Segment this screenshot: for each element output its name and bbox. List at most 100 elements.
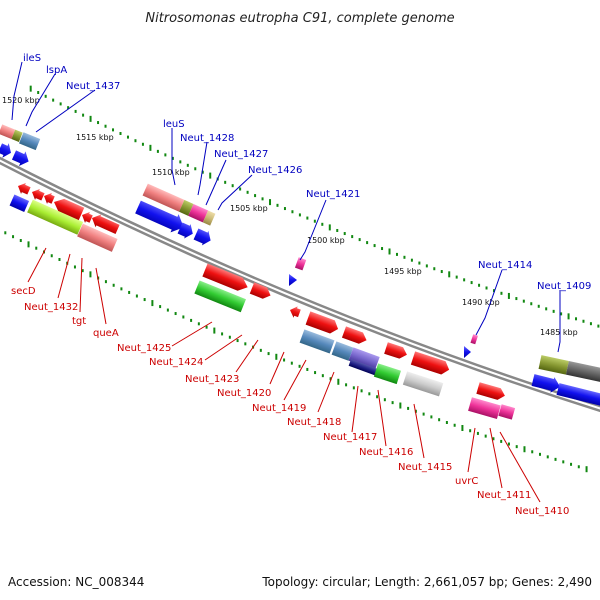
scale-tick [523,446,526,453]
scale-dot [112,283,115,287]
scale-label: 1515 kbp [76,133,114,142]
gene-label: Neut_1416 [359,447,413,458]
genome-summary-text: Topology: circular; Length: 2,661,057 bp… [261,575,592,589]
gene-feature [193,228,211,246]
scale-dot [478,283,481,287]
gene-feature [341,326,367,344]
scale-tick [461,425,464,432]
scale-dot [44,94,47,98]
scale-track-inner [4,231,588,473]
gene-label: Neut_1428 [180,133,234,144]
scale-dot [313,219,316,223]
scale-dot [314,371,317,375]
scale-dot [554,457,557,461]
scale-dot [228,335,231,339]
scale-dot [484,434,487,438]
gene-label: Neut_1414 [478,260,532,271]
gene-feature [384,342,407,359]
scale-dot [141,142,144,146]
scale-dot [58,258,61,262]
scale-tick [89,115,92,122]
scale-dot [366,241,369,245]
scale-dot [552,309,555,313]
scale-dot [575,317,578,321]
scale-tick [388,248,391,255]
gene-label: tgt [72,316,86,327]
scale-dot [97,121,100,125]
genome-backbone [0,156,600,413]
gene-feature [82,211,93,223]
gene-feature [179,199,194,216]
scale-dot [283,358,286,362]
gene-label: leuS [163,119,185,130]
gene-feature [202,263,248,291]
scale-tick [27,241,30,248]
gene-feature [348,359,378,376]
scale-dot [73,265,76,269]
scale-dot [164,153,167,157]
scale-dot [545,307,548,311]
gene-label: Neut_1415 [398,462,452,473]
gene-label: lspA [46,65,67,76]
gene-feature [32,188,45,201]
gene-feature [531,374,561,393]
accession-text: Accession: NC_008344 [8,575,144,589]
gene-label: Neut_1409 [537,281,591,292]
scale-tick [507,292,510,299]
scale-dot [546,455,549,459]
scale-dot [143,298,146,302]
scale-tick [328,224,331,231]
scale-dot [440,270,443,274]
scale-dot [135,294,138,298]
scale-dot [197,322,200,326]
scale-dot [119,132,122,136]
scale-dot [221,332,224,336]
gene-label: Neut_1432 [24,302,78,313]
scale-dot [381,247,384,251]
scale-dot [52,98,55,102]
gene-label: Neut_1427 [214,149,268,160]
gene-label: queA [93,328,119,339]
scale-label: 1495 kbp [384,267,422,276]
scale-dot [589,322,592,326]
scale-tick [567,313,570,320]
scale-dot [358,238,361,242]
gene-feature [188,203,209,223]
scale-dot [276,203,279,207]
scale-dot [74,109,77,113]
scale-dot [522,299,525,303]
forward-gene-labels: ileS lspA Neut_1437 leuS Neut_1428 Neut_… [23,53,591,292]
scale-dot [306,367,309,371]
scale-dot [267,352,270,356]
scale-dot [104,124,107,128]
scale-tick [213,327,216,334]
scale-dot [244,342,247,346]
gene-feature [18,182,31,195]
scale-dot [352,386,355,390]
scale-dot [407,406,410,410]
scale-dot [67,106,70,110]
scale-dot [321,222,324,226]
map-title: Nitrosomonas eutropha C91, complete geno… [145,11,454,26]
gene-label: Neut_1420 [217,388,271,399]
gene-feature [194,280,246,313]
scale-tick [275,353,278,360]
scale-dot [104,280,107,284]
scale-dot [515,445,518,449]
scale-dot [174,312,177,316]
scale-dot [128,290,131,294]
scale-dot [560,312,563,316]
scale-dot [236,339,239,343]
scale-dot [298,213,301,217]
scale-dot [582,319,585,323]
scale-dot [368,392,371,396]
scale-tick [337,378,340,385]
gene-feature [11,150,29,166]
gene-feature [294,257,307,271]
scale-dot [470,281,473,285]
gene-feature [9,194,30,212]
gene-feature [0,124,16,139]
gene-label: uvrC [455,476,478,487]
scale-dot [159,305,162,309]
scale-dot [82,113,85,117]
